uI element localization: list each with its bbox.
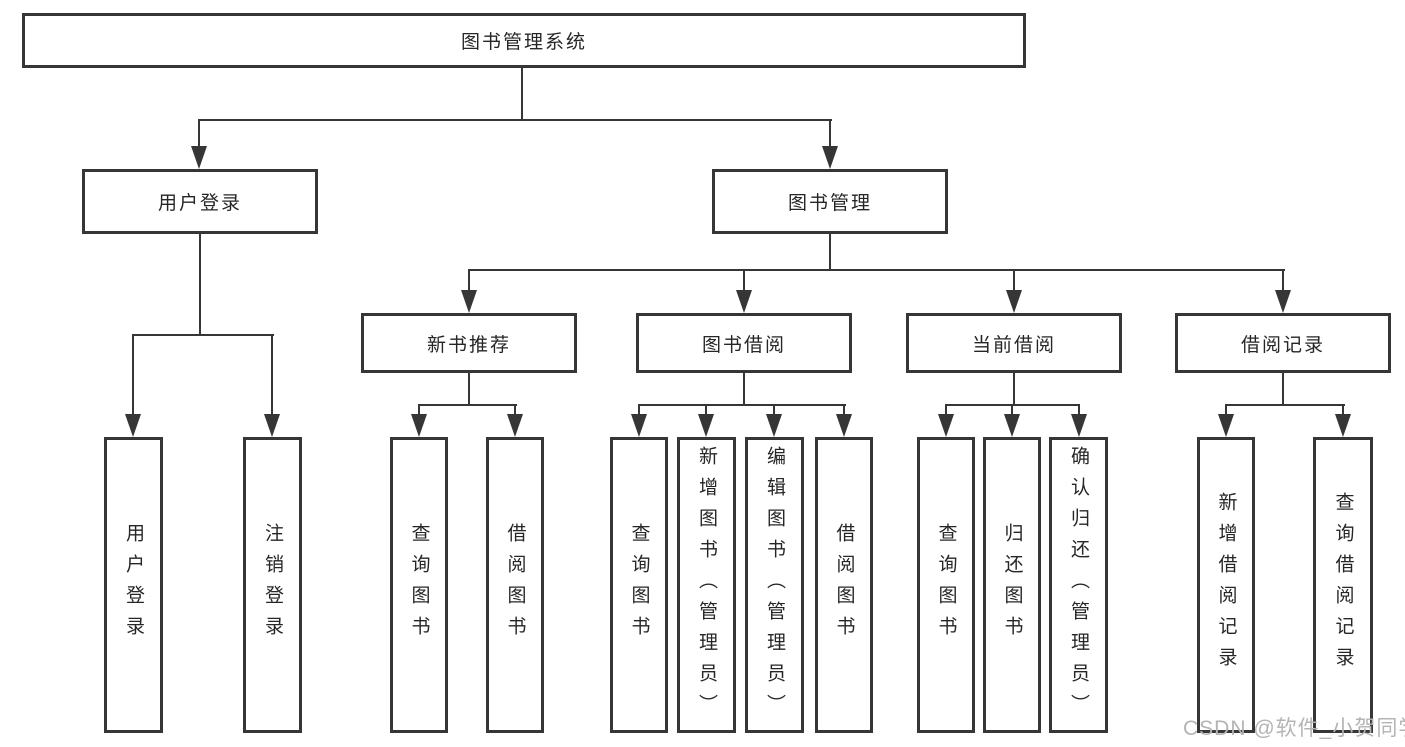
node-root-label: 图书管理系统 <box>460 32 587 53</box>
leaf-query-books-2-label: 查询图书 <box>628 523 650 647</box>
leaf-add-books-admin-label: 新增图书（管理员） <box>696 445 717 725</box>
arrow-down-icon <box>736 290 752 313</box>
arrow-down-icon <box>191 146 207 169</box>
arrow-down-icon <box>264 414 280 437</box>
arrow-down-icon <box>1218 414 1234 437</box>
leaf-query-books-2: 查询图书 <box>610 437 668 733</box>
connector-stem <box>638 404 640 418</box>
leaf-query-borrow-record: 查询借阅记录 <box>1313 437 1373 733</box>
arrow-down-icon <box>938 414 954 437</box>
connector-stem <box>132 334 134 418</box>
connector-borrow-records-drop <box>1282 373 1284 406</box>
connector-root-drop <box>521 68 523 120</box>
connector-stem <box>1078 404 1080 418</box>
leaf-logout: 注销登录 <box>243 437 302 733</box>
leaf-query-books-1-label: 查询图书 <box>408 523 430 647</box>
leaf-edit-books-admin-label: 编辑图书（管理员） <box>764 445 785 725</box>
node-borrow-records: 借阅记录 <box>1175 313 1391 373</box>
leaf-query-books-1: 查询图书 <box>390 437 448 733</box>
connector-stem <box>773 404 775 418</box>
arrow-down-icon <box>1275 290 1291 313</box>
leaf-query-books-3: 查询图书 <box>917 437 975 733</box>
node-book-management: 图书管理 <box>712 169 948 234</box>
connector-book-borrow-spread <box>638 404 846 406</box>
arrow-down-icon <box>507 414 523 437</box>
arrow-down-icon <box>461 290 477 313</box>
connector-user-login-drop <box>199 234 201 336</box>
connector-book-borrow-drop <box>743 373 745 406</box>
connector-stem <box>468 269 470 293</box>
node-current-borrow-label: 当前借阅 <box>971 334 1056 356</box>
connector-stem <box>829 119 831 151</box>
csdn-watermark: CSDN @软件_小贺同学 <box>1183 717 1405 740</box>
connector-stem <box>1282 269 1284 293</box>
leaf-borrow-books-1: 借阅图书 <box>486 437 544 733</box>
node-new-book-recommend: 新书推荐 <box>361 313 577 373</box>
arrow-down-icon <box>766 414 782 437</box>
arrow-down-icon <box>836 414 852 437</box>
node-current-borrow: 当前借阅 <box>906 313 1122 373</box>
arrow-down-icon <box>1071 414 1087 437</box>
connector-root-spread <box>198 119 832 121</box>
connector-stem <box>1011 404 1013 418</box>
node-borrow-records-label: 借阅记录 <box>1240 334 1325 356</box>
connector-stem <box>1013 269 1015 293</box>
node-new-book-recommend-label: 新书推荐 <box>426 334 511 356</box>
leaf-query-books-3-label: 查询图书 <box>935 523 957 647</box>
arrow-down-icon <box>411 414 427 437</box>
leaf-add-books-admin: 新增图书（管理员） <box>677 437 736 733</box>
connector-stem <box>1342 404 1344 418</box>
arrow-down-icon <box>822 146 838 169</box>
connector-current-borrow-drop <box>1013 373 1015 406</box>
connector-stem <box>743 269 745 293</box>
node-user-login: 用户登录 <box>82 169 318 234</box>
leaf-add-borrow-record-label: 新增借阅记录 <box>1215 492 1237 678</box>
leaf-return-books-label: 归还图书 <box>1001 523 1023 647</box>
connector-user-login-spread <box>132 334 274 336</box>
node-book-management-label: 图书管理 <box>787 193 872 214</box>
connector-stem <box>418 404 420 418</box>
arrow-down-icon <box>1006 290 1022 313</box>
leaf-user-login-label: 用户登录 <box>123 523 144 647</box>
node-book-borrow: 图书借阅 <box>636 313 852 373</box>
leaf-edit-books-admin: 编辑图书（管理员） <box>745 437 804 733</box>
leaf-user-login: 用户登录 <box>104 437 163 733</box>
leaf-confirm-return-admin-label: 确认归还（管理员） <box>1068 445 1089 725</box>
connector-new-book-drop <box>468 373 470 406</box>
connector-stem <box>514 404 516 418</box>
connector-stem <box>843 404 845 418</box>
arrow-down-icon <box>125 414 141 437</box>
connector-stem <box>271 334 273 418</box>
connector-book-mgmt-spread <box>468 269 1285 271</box>
arrow-down-icon <box>1004 414 1020 437</box>
leaf-borrow-books-2: 借阅图书 <box>815 437 873 733</box>
connector-book-mgmt-drop <box>829 234 831 271</box>
arrow-down-icon <box>631 414 647 437</box>
node-root: 图书管理系统 <box>22 13 1026 68</box>
arrow-down-icon <box>1335 414 1351 437</box>
connector-new-book-spread <box>418 404 517 406</box>
connector-stem <box>705 404 707 418</box>
arrow-down-icon <box>698 414 714 437</box>
node-user-login-label: 用户登录 <box>157 193 242 214</box>
leaf-return-books: 归还图书 <box>983 437 1041 733</box>
connector-stem <box>198 119 200 151</box>
leaf-confirm-return-admin: 确认归还（管理员） <box>1049 437 1108 733</box>
leaf-borrow-books-1-label: 借阅图书 <box>504 523 526 647</box>
connector-borrow-records-spread <box>1225 404 1345 406</box>
node-book-borrow-label: 图书借阅 <box>701 334 786 356</box>
leaf-borrow-books-2-label: 借阅图书 <box>833 523 855 647</box>
leaf-query-borrow-record-label: 查询借阅记录 <box>1332 492 1354 678</box>
leaf-logout-label: 注销登录 <box>262 523 283 647</box>
leaf-add-borrow-record: 新增借阅记录 <box>1197 437 1255 733</box>
connector-stem <box>1225 404 1227 418</box>
connector-stem <box>945 404 947 418</box>
